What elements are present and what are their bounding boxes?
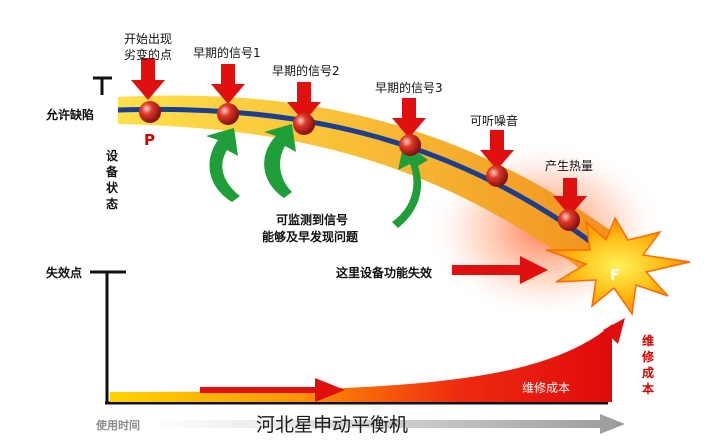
label-equipment-state-4: 态 xyxy=(106,196,118,211)
red-down-arrows xyxy=(131,58,587,216)
ball-signal2 xyxy=(293,113,315,135)
label-signal2: 早期的信号2 xyxy=(272,63,340,78)
label-heat: 产生热量 xyxy=(545,159,593,173)
label-monitor-line1: 可监测到信号 xyxy=(276,212,348,227)
down-arrow-onset-icon xyxy=(131,58,165,100)
label-cost-axis-4: 本 xyxy=(642,381,654,396)
label-audible-noise: 可听噪音 xyxy=(470,113,518,128)
ball-noise xyxy=(486,165,508,187)
label-onset-line1: 开始出现 xyxy=(124,32,172,46)
down-arrow-signal1-icon xyxy=(211,64,245,104)
label-function-loss: 这里设备功能失效 xyxy=(336,265,433,280)
label-allowable-defect: 允许缺陷 xyxy=(45,107,94,122)
function-loss-arrow-icon xyxy=(452,256,548,284)
label-signal3: 早期的信号3 xyxy=(375,80,443,95)
label-onset-line2: 劣变的点 xyxy=(124,47,172,62)
caption-watermark: 河北星申动平衡机 xyxy=(256,414,408,436)
label-signal1: 早期的信号1 xyxy=(193,45,261,60)
ball-signal1 xyxy=(217,103,239,125)
label-usage-time: 使用时间 xyxy=(95,418,140,432)
down-arrow-signal2-icon xyxy=(287,82,321,122)
label-maintenance-cost-inside: 维修成本 xyxy=(522,380,570,395)
marker-f: F xyxy=(610,266,620,284)
green-arrow-3-icon xyxy=(392,142,428,228)
marker-p: P xyxy=(144,131,155,149)
green-arrows xyxy=(206,124,428,228)
down-arrow-signal3-icon xyxy=(392,98,426,138)
maintenance-cost-area xyxy=(110,324,612,402)
usage-time-arrow xyxy=(150,414,625,434)
label-equipment-state-2: 备 xyxy=(105,164,119,179)
green-arrow-2-icon xyxy=(264,124,296,198)
down-arrow-noise-icon xyxy=(480,130,514,170)
cost-rise-arrow-icon xyxy=(603,318,625,344)
ball-heat xyxy=(558,209,580,231)
green-arrow-1-icon xyxy=(206,128,240,202)
down-arrow-heat-icon xyxy=(553,178,587,216)
ball-onset xyxy=(139,101,161,123)
label-monitor-line2: 能够及早发现问题 xyxy=(262,229,359,244)
ball-signal3 xyxy=(399,134,421,156)
failure-explosion-icon xyxy=(545,216,691,317)
label-cost-axis-3: 成 xyxy=(642,365,654,380)
label-equipment-state-1: 设 xyxy=(106,148,119,163)
pf-curve-line xyxy=(117,106,614,260)
label-equipment-state-3: 状 xyxy=(106,180,119,195)
label-failure-point: 失效点 xyxy=(46,265,82,280)
cost-inner-arrow-icon xyxy=(200,378,345,402)
label-cost-axis-1: 维 xyxy=(642,333,654,348)
label-cost-axis-2: 修 xyxy=(641,349,655,364)
